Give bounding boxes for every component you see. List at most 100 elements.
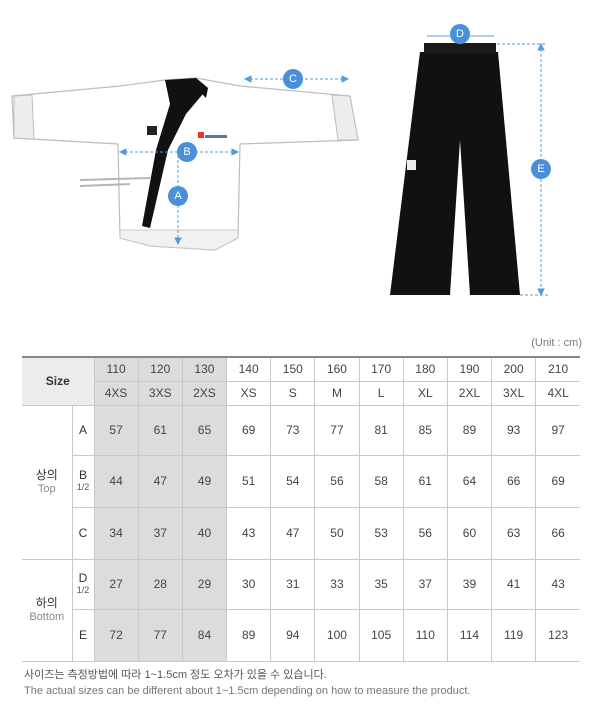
jacket-illustration <box>11 77 359 251</box>
size-letter-cell: 3XS <box>137 381 183 406</box>
cell: 105 <box>358 609 404 662</box>
cell: 114 <box>446 609 492 662</box>
size-letter-cell: 4XL <box>535 381 580 406</box>
marker-d: D <box>450 24 470 44</box>
note-korean: 사이즈는 측정방법에 따라 1~1.5cm 정도 오차가 있을 수 있습니다. <box>24 669 327 681</box>
cell: 89 <box>226 609 271 662</box>
cell: 66 <box>491 455 536 508</box>
size-num-cell: 130 <box>181 356 227 382</box>
note-english: The actual sizes can be different about … <box>24 685 471 697</box>
cell: 110 <box>402 609 448 662</box>
table-row-a: 상의 Top A 57 61 65 69 73 77 81 85 89 93 9… <box>22 405 580 560</box>
cell: 58 <box>358 455 404 508</box>
row-key-b-letter: B <box>79 468 88 482</box>
cell: 43 <box>226 507 271 560</box>
pants-illustration <box>390 43 520 295</box>
cell: 29 <box>181 559 227 610</box>
cell: 97 <box>535 405 580 456</box>
size-letter-cell: 2XL <box>446 381 492 406</box>
size-num-cell: 200 <box>491 356 536 382</box>
cell: 39 <box>446 559 492 610</box>
cell: 56 <box>402 507 448 560</box>
cell: 27 <box>93 559 139 610</box>
size-num-cell: 120 <box>137 356 183 382</box>
cell: 35 <box>358 559 404 610</box>
size-num-cell: 150 <box>270 356 315 382</box>
top-group-label: 상의 Top <box>22 405 72 560</box>
svg-text:D: D <box>456 28 464 40</box>
cell: 61 <box>402 455 448 508</box>
cell: 84 <box>181 609 227 662</box>
size-numeric-row: Size 110 120 130 140 150 160 170 180 190… <box>22 356 580 406</box>
row-key-d: D 1/2 <box>71 559 95 610</box>
size-letter-cell: 4XS <box>93 381 139 406</box>
cell: 69 <box>535 455 580 508</box>
top-label-en: Top <box>37 483 56 495</box>
bottom-label-en: Bottom <box>29 611 65 623</box>
cell: 41 <box>491 559 536 610</box>
size-letter-cell: M <box>314 381 360 406</box>
table-row-c: C 34 37 40 43 47 50 53 56 60 63 66 <box>22 507 580 560</box>
cell: 56 <box>314 455 360 508</box>
illustration: A B C D E <box>11 24 551 297</box>
cell: 94 <box>270 609 315 662</box>
cell: 51 <box>226 455 271 508</box>
cell: 40 <box>181 507 227 560</box>
bottom-label-ko: 하의 <box>35 596 58 610</box>
cell: 31 <box>270 559 315 610</box>
cell: 85 <box>402 405 448 456</box>
cell: 63 <box>491 507 536 560</box>
size-letter-cell: L <box>358 381 404 406</box>
top-label-ko: 상의 <box>35 468 58 482</box>
cell: 72 <box>93 609 139 662</box>
cell: 73 <box>270 405 315 456</box>
cell: 69 <box>226 405 271 456</box>
cell: 43 <box>535 559 580 610</box>
cell: 57 <box>93 405 139 456</box>
cell: 50 <box>314 507 360 560</box>
cell: 54 <box>270 455 315 508</box>
size-num-cell: 210 <box>535 356 580 382</box>
svg-text:C: C <box>289 73 297 85</box>
cell: 53 <box>358 507 404 560</box>
size-num-cell: 110 <box>93 356 139 382</box>
cell: 123 <box>535 609 580 662</box>
size-num-cell: 170 <box>358 356 404 382</box>
cell: 47 <box>137 455 183 508</box>
cell: 60 <box>446 507 492 560</box>
row-key-d-half: 1/2 <box>76 585 90 595</box>
cell: 30 <box>226 559 271 610</box>
svg-text:E: E <box>537 163 544 175</box>
cell: 28 <box>137 559 183 610</box>
row-key-e: E <box>71 609 95 662</box>
table-row-e: E 72 77 84 89 94 100 105 110 114 119 123 <box>22 609 580 662</box>
cell: 47 <box>270 507 315 560</box>
cell: 64 <box>446 455 492 508</box>
size-num-cell: 180 <box>402 356 448 382</box>
cell: 61 <box>137 405 183 456</box>
size-num-cell: 190 <box>446 356 492 382</box>
svg-text:B: B <box>183 146 190 158</box>
size-num-cell: 160 <box>314 356 360 382</box>
size-letter-cell: XS <box>226 381 271 406</box>
size-letter-cell: 2XS <box>181 381 227 406</box>
marker-e: E <box>531 159 551 179</box>
size-num-cell: 140 <box>226 356 271 382</box>
cell: 33 <box>314 559 360 610</box>
row-key-b-half: 1/2 <box>76 482 90 492</box>
marker-b: B <box>177 142 197 162</box>
cell: 49 <box>181 455 227 508</box>
marker-a: A <box>168 186 188 206</box>
cell: 65 <box>181 405 227 456</box>
marker-c: C <box>283 69 303 89</box>
size-header: Size <box>22 356 95 406</box>
size-letter-cell: XL <box>402 381 448 406</box>
size-letter-cell: 3XL <box>491 381 536 406</box>
cell: 77 <box>314 405 360 456</box>
size-table: Size 110 120 130 140 150 160 170 180 190… <box>22 356 580 662</box>
cell: 119 <box>491 609 536 662</box>
cell: 100 <box>314 609 360 662</box>
table-row-b: B 1/2 44 47 49 51 54 56 58 61 64 66 69 <box>22 455 580 508</box>
table-row-d: 하의 Bottom D 1/2 27 28 29 30 31 33 35 37 … <box>22 559 580 662</box>
cell: 34 <box>93 507 139 560</box>
